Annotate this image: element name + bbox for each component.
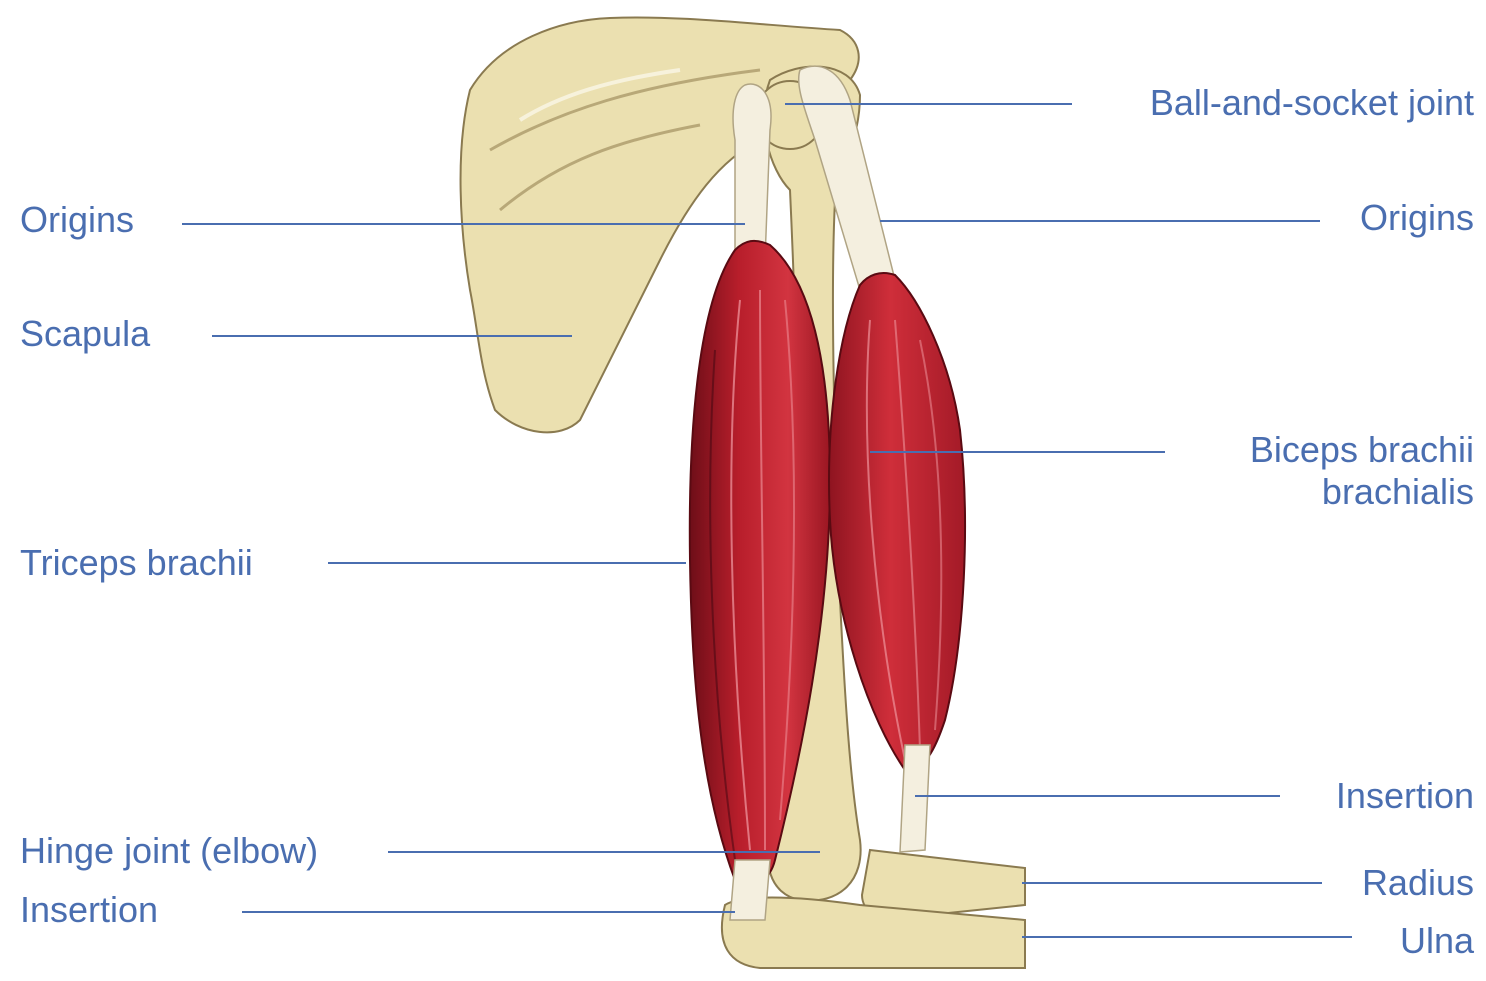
label-origins-right: Origins [1360, 197, 1474, 239]
label-hinge-joint: Hinge joint (elbow) [20, 830, 318, 872]
label-ball-and-socket-joint: Ball-and-socket joint [1150, 82, 1474, 124]
biceps-insertion-tendon [900, 745, 930, 852]
label-scapula: Scapula [20, 313, 150, 355]
label-brachialis: brachialis [1322, 471, 1474, 513]
triceps-origin-tendon [733, 84, 771, 260]
label-biceps-brachii: Biceps brachii [1250, 429, 1474, 471]
label-insertion-left: Insertion [20, 889, 158, 931]
label-origins-left: Origins [20, 199, 134, 241]
triceps-insertion-tendon [730, 860, 770, 920]
label-ulna: Ulna [1400, 920, 1474, 962]
label-insertion-right: Insertion [1336, 775, 1474, 817]
label-radius: Radius [1362, 862, 1474, 904]
label-triceps-brachii: Triceps brachii [20, 542, 253, 584]
